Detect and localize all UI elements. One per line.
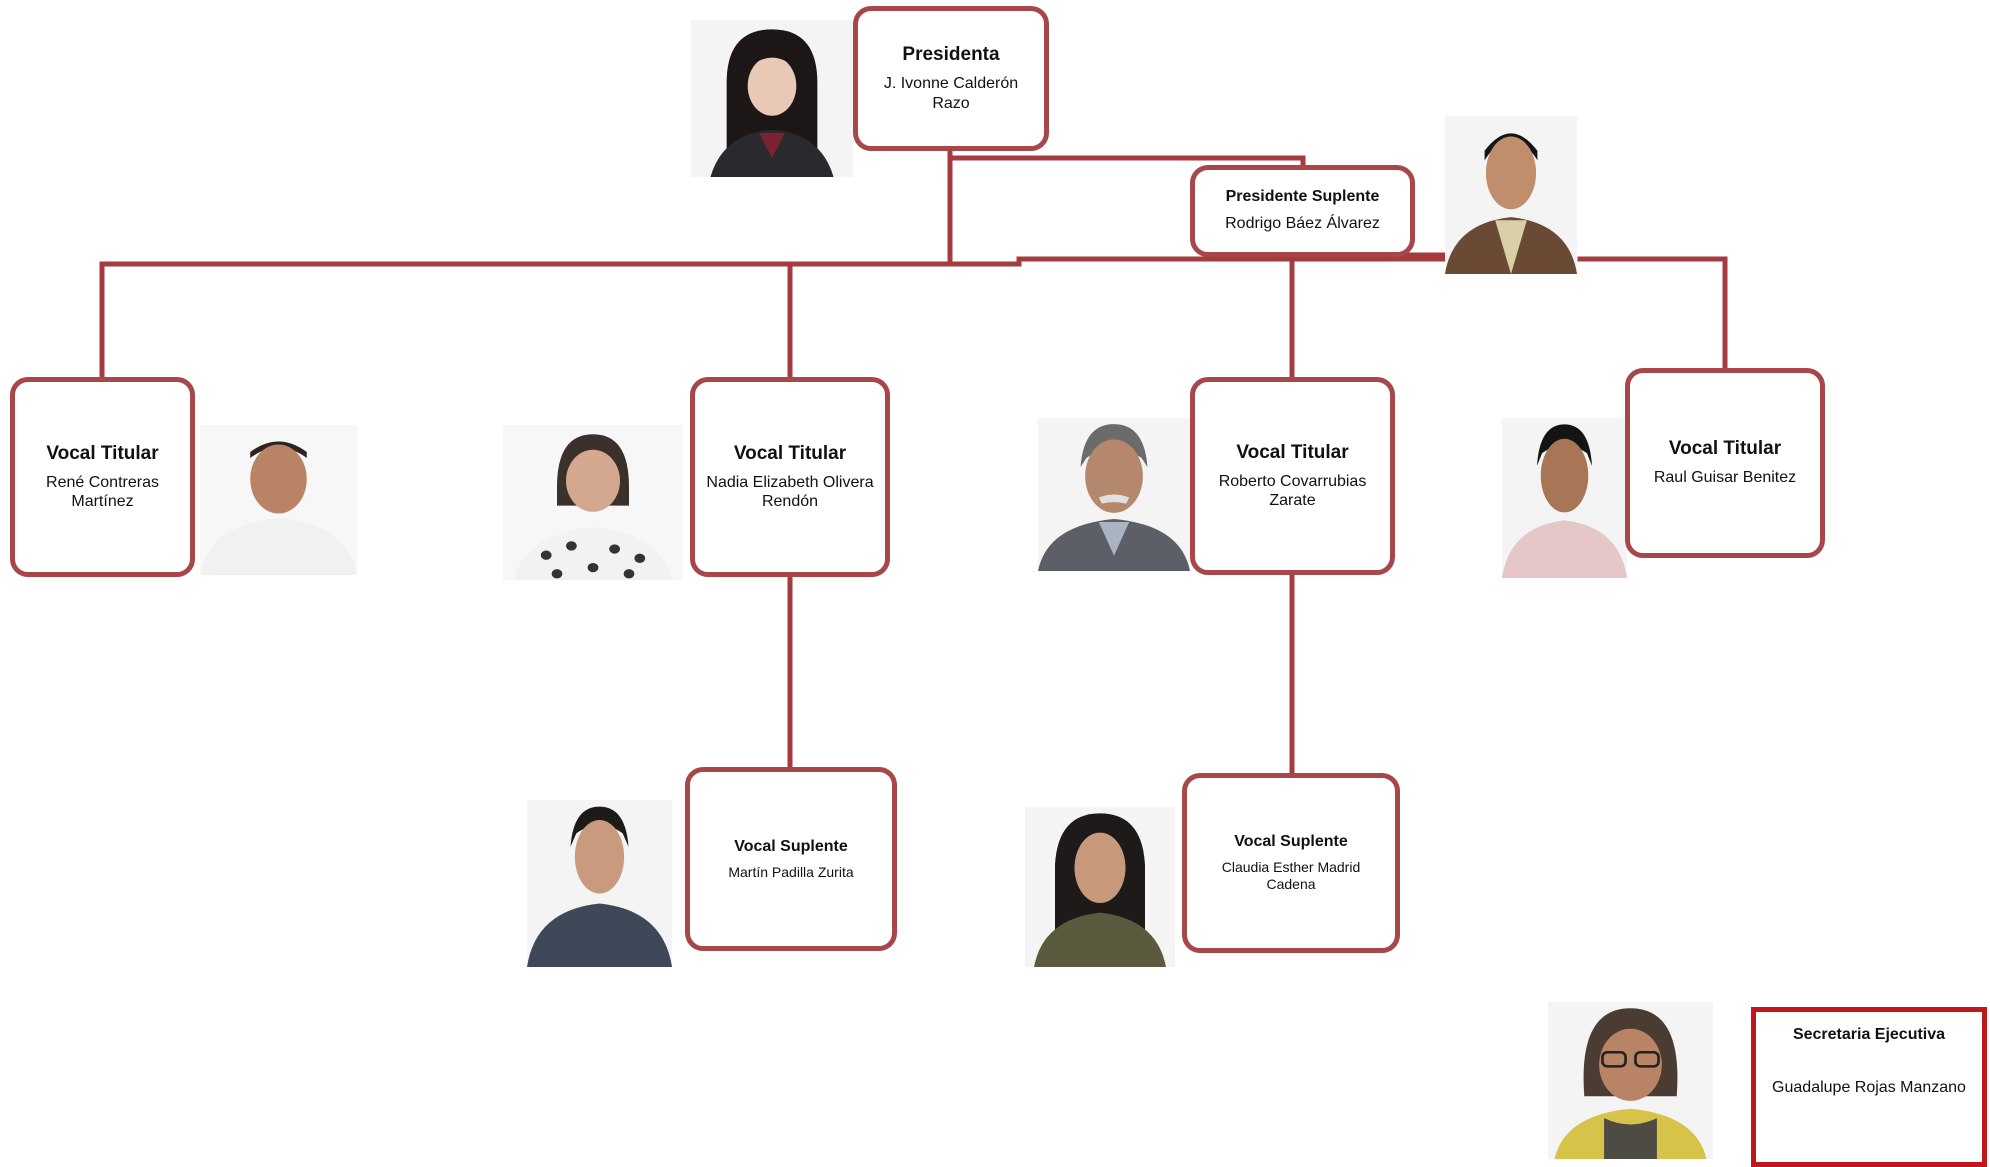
presidenta-name: J. Ivonne Calderón Razo [883,75,1019,112]
vocal-titular-4-name: Raul Guisar Benitez [1653,469,1797,487]
vocal-titular-1-box: Vocal Titular René Contreras Martínez [10,377,195,577]
secretaria-ejecutiva-role: Secretaria Ejecutiva [1792,1026,1946,1043]
vocal-suplente-1-role: Vocal Suplente [734,837,848,855]
vocal-suplente-2-role: Vocal Suplente [1234,833,1348,851]
vocal-suplente-1-name: Martín Padilla Zurita [728,863,854,880]
presidenta-photo [691,20,853,177]
presidenta-role: Presidenta [902,44,1000,66]
vocal-titular-2-photo [503,425,683,580]
presidente-suplente-role: Presidente Suplente [1225,188,1380,206]
secretaria-ejecutiva-box: Secretaria Ejecutiva Guadalupe Rojas Man… [1751,1007,1987,1167]
vocal-titular-4-photo [1502,418,1627,578]
presidente-suplente-box: Presidente Suplente Rodrigo Báez Álvarez [1190,165,1415,257]
vocal-titular-1-name: René Contreras Martínez [46,473,159,510]
vocal-titular-3-role: Vocal Titular [1236,441,1349,463]
vocal-titular-4-box: Vocal Titular Raul Guisar Benitez [1625,368,1825,558]
vocal-titular-3-name: Roberto Covarrubias Zarate [1218,472,1367,509]
presidente-suplente-name: Rodrigo Báez Álvarez [1225,215,1380,233]
vocal-titular-1-role: Vocal Titular [46,442,159,464]
vocal-titular-2-role: Vocal Titular [733,442,847,464]
vocal-suplente-2-photo [1025,807,1175,967]
vocal-titular-3-photo [1038,418,1190,571]
vocal-suplente-1-photo [527,800,672,967]
vocal-titular-2-box: Vocal Titular Nadia Elizabeth Olivera Re… [690,377,890,577]
vocal-titular-2-name: Nadia Elizabeth Olivera Rendón [706,473,874,510]
vocal-titular-4-role: Vocal Titular [1668,438,1782,460]
vocal-titular-3-box: Vocal Titular Roberto Covarrubias Zarate [1190,377,1395,575]
vocal-suplente-1-box: Vocal Suplente Martín Padilla Zurita [685,767,897,951]
vocal-suplente-2-box: Vocal Suplente Claudia Esther Madrid Cad… [1182,773,1400,953]
presidente-suplente-photo [1445,116,1577,274]
secretaria-ejecutiva-photo [1548,1002,1713,1159]
presidenta-box: Presidenta J. Ivonne Calderón Razo [853,6,1049,151]
secretaria-ejecutiva-name: Guadalupe Rojas Manzano [1772,1079,1966,1096]
vocal-suplente-2-name: Claudia Esther Madrid Cadena [1221,859,1361,892]
vocal-titular-1-photo [200,425,357,575]
